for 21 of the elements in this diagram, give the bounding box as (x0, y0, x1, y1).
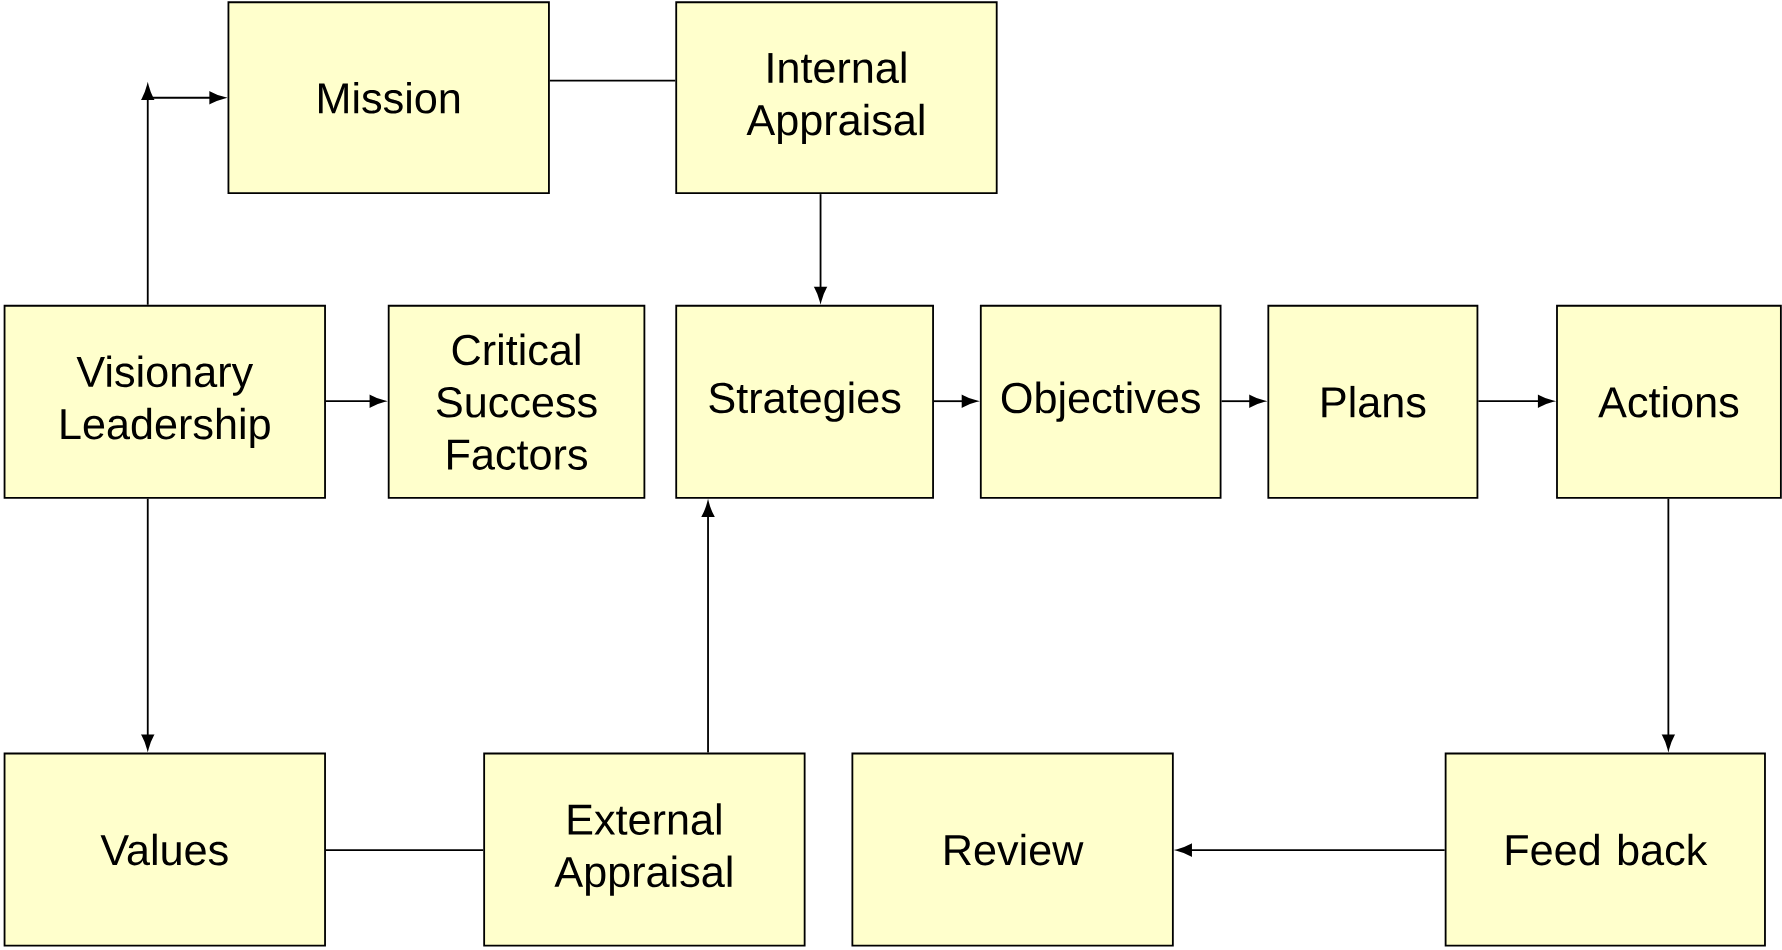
process-box: Plans (1267, 304, 1479, 499)
arrow (141, 497, 154, 750)
process-box: Actions (1556, 304, 1782, 499)
arrow (1662, 497, 1675, 750)
process-box: Objectives (979, 304, 1222, 499)
process-box: Visionary Leadership (3, 304, 326, 499)
process-box: Mission (227, 1, 550, 195)
process-box: Strategies (675, 304, 934, 499)
process-box: Review (851, 752, 1174, 947)
process-box: Internal Appraisal (675, 1, 998, 195)
process-box: Critical Success Factors (387, 304, 646, 499)
arrow (141, 84, 225, 306)
arrow (1176, 843, 1446, 857)
arrow (1220, 395, 1265, 408)
process-box: Values (3, 752, 326, 947)
arrow (325, 395, 385, 408)
arrow (1477, 395, 1554, 408)
process-box: Feed back (1444, 752, 1766, 947)
process-box: External Appraisal (483, 752, 806, 947)
arrow (701, 501, 715, 754)
arrow (933, 395, 978, 408)
